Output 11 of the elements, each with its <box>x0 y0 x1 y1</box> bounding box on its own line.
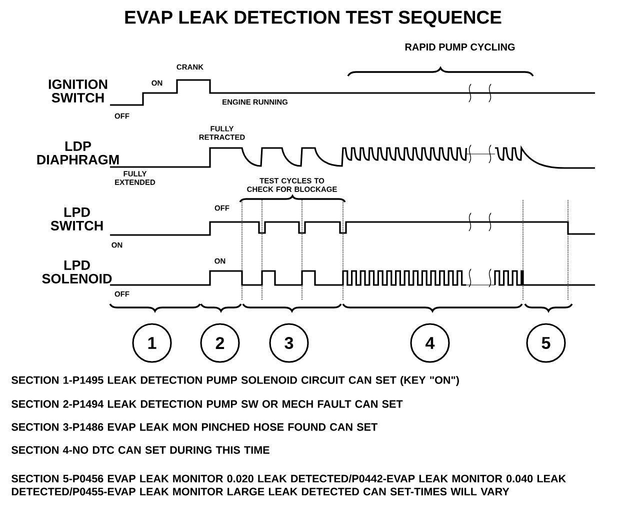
section-note: SECTION 1-P1495 LEAK DETECTION PUMP SOLENOID CIRCUIT CAN SET (KEY "ON") <box>12 376 459 386</box>
section-note: SECTION 3-P1486 EVAP LEAK MON PINCHED HOSE FOUND CAN SET <box>12 423 378 431</box>
signal-name: LDP DIAPHRAGM <box>37 142 119 164</box>
title: EVAP LEAK DETECTION TEST SEQUENCE <box>125 10 502 28</box>
signal-name: IGNITION SWITCH <box>48 79 108 103</box>
section-note: SECTION 2-P1494 LEAK DETECTION PUMP SW OR MECH FAULT CAN SET <box>12 400 403 408</box>
signal-name: LPD SWITCH <box>50 208 103 230</box>
section-note: SECTION 5-P0456 EVAP LEAK MONITOR 0.020 LEAK DETECTED/P0442-EVAP LEAK MONITOR 0.040 LEAK DETECTED/P0455-EVAP LEAK MONITOR LARGE LEAK DETECTED CAN SET-TIMES WILL VARY <box>12 474 566 496</box>
section-note: SECTION 4-NO DTC CAN SET DURING THIS TIME <box>12 446 270 454</box>
group-label: RAPID PUMP CYCLING <box>405 43 515 51</box>
signal-name: LPD SOLENOID <box>42 260 112 284</box>
